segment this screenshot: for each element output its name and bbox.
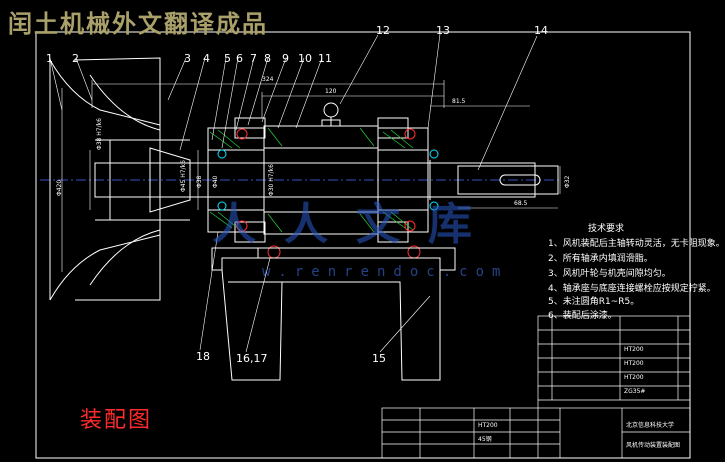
requirement-item: 2、所有轴承内填润滑脂。 — [548, 254, 653, 264]
requirement-item: 1、风机装配后主轴转动灵活，无卡阻现象。 — [548, 239, 725, 249]
fan-impeller — [49, 57, 191, 301]
title-block-grid — [381, 315, 691, 459]
callout-1: 1 — [46, 52, 53, 65]
drawing-canvas: 闰土机械外文翻译成品 人人文库 w.renrendoc.com 装配图 1 2 … — [8, 10, 725, 459]
bearing-tube — [263, 102, 379, 235]
assembly-drawing — [35, 31, 691, 459]
assembly-label: 装配图 — [80, 408, 153, 433]
dim-4: 68.5 — [514, 200, 528, 207]
material-1: HT200 — [478, 422, 498, 429]
dim-3: 120 — [325, 88, 337, 95]
callout-15: 15 — [372, 352, 386, 365]
part-material: ZG35# — [624, 388, 646, 395]
brand-url-watermark: w.renrendoc.com — [262, 264, 509, 280]
callout-8: 8 — [264, 52, 271, 65]
brand-watermark: 人人文库 — [212, 199, 500, 250]
dim-9: Φ30 H7/k6 — [268, 164, 275, 196]
part-material: HT200 — [624, 346, 644, 353]
callout-18: 18 — [196, 350, 210, 363]
callout-3: 3 — [184, 52, 191, 65]
dim-11: Φ32 — [564, 175, 571, 188]
dimension-lines — [61, 80, 561, 272]
callout-4: 4 — [203, 52, 210, 65]
dim-2: 81.5 — [452, 98, 466, 105]
callout-9: 9 — [282, 52, 289, 65]
callout-12: 12 — [376, 24, 390, 37]
part-material: HT200 — [624, 360, 644, 367]
drawing-frame — [35, 31, 691, 459]
dim-5: Φ38 H7/k6 — [96, 118, 103, 150]
callout-6: 6 — [236, 52, 243, 65]
requirement-item: 4、轴承座与底座连接螺栓应按规定拧紧。 — [548, 284, 716, 294]
right-bearing-housing — [377, 117, 429, 243]
requirement-item: 5、未注圆角R1~R5。 — [548, 297, 640, 307]
callout-7: 7 — [250, 52, 257, 65]
leader-lines — [49, 33, 538, 353]
base-frame — [211, 247, 456, 381]
callout-5: 5 — [224, 52, 231, 65]
material-2: 45钢 — [478, 436, 492, 443]
callout-11: 11 — [318, 52, 332, 65]
requirement-item: 3、风机叶轮与机壳间隙均匀。 — [548, 269, 671, 279]
part-material: HT200 — [624, 374, 644, 381]
requirements-title: 技术要求 — [588, 224, 625, 234]
dim-1: 324 — [262, 76, 274, 83]
callout-14: 14 — [534, 24, 548, 37]
shaft — [94, 160, 559, 200]
callout-13: 13 — [436, 24, 450, 37]
callout-2: 2 — [72, 52, 79, 65]
drawing-name: 风机传动装置装配图 — [626, 442, 681, 449]
school-name: 北京信息科技大学 — [626, 422, 675, 429]
section-hatching — [209, 127, 414, 233]
dim-7: Φ38 — [196, 175, 203, 188]
callout-16-17: 16,17 — [236, 352, 268, 365]
requirement-item: 6、装配后涂漆。 — [548, 311, 617, 321]
callout-10: 10 — [298, 52, 312, 65]
dim-8: Φ40 — [212, 175, 219, 188]
dim-10: Φ420 — [56, 179, 63, 196]
dim-6: Φ45 H7/k6 — [180, 160, 187, 192]
watermark-title: 闰土机械外文翻译成品 — [8, 10, 268, 38]
